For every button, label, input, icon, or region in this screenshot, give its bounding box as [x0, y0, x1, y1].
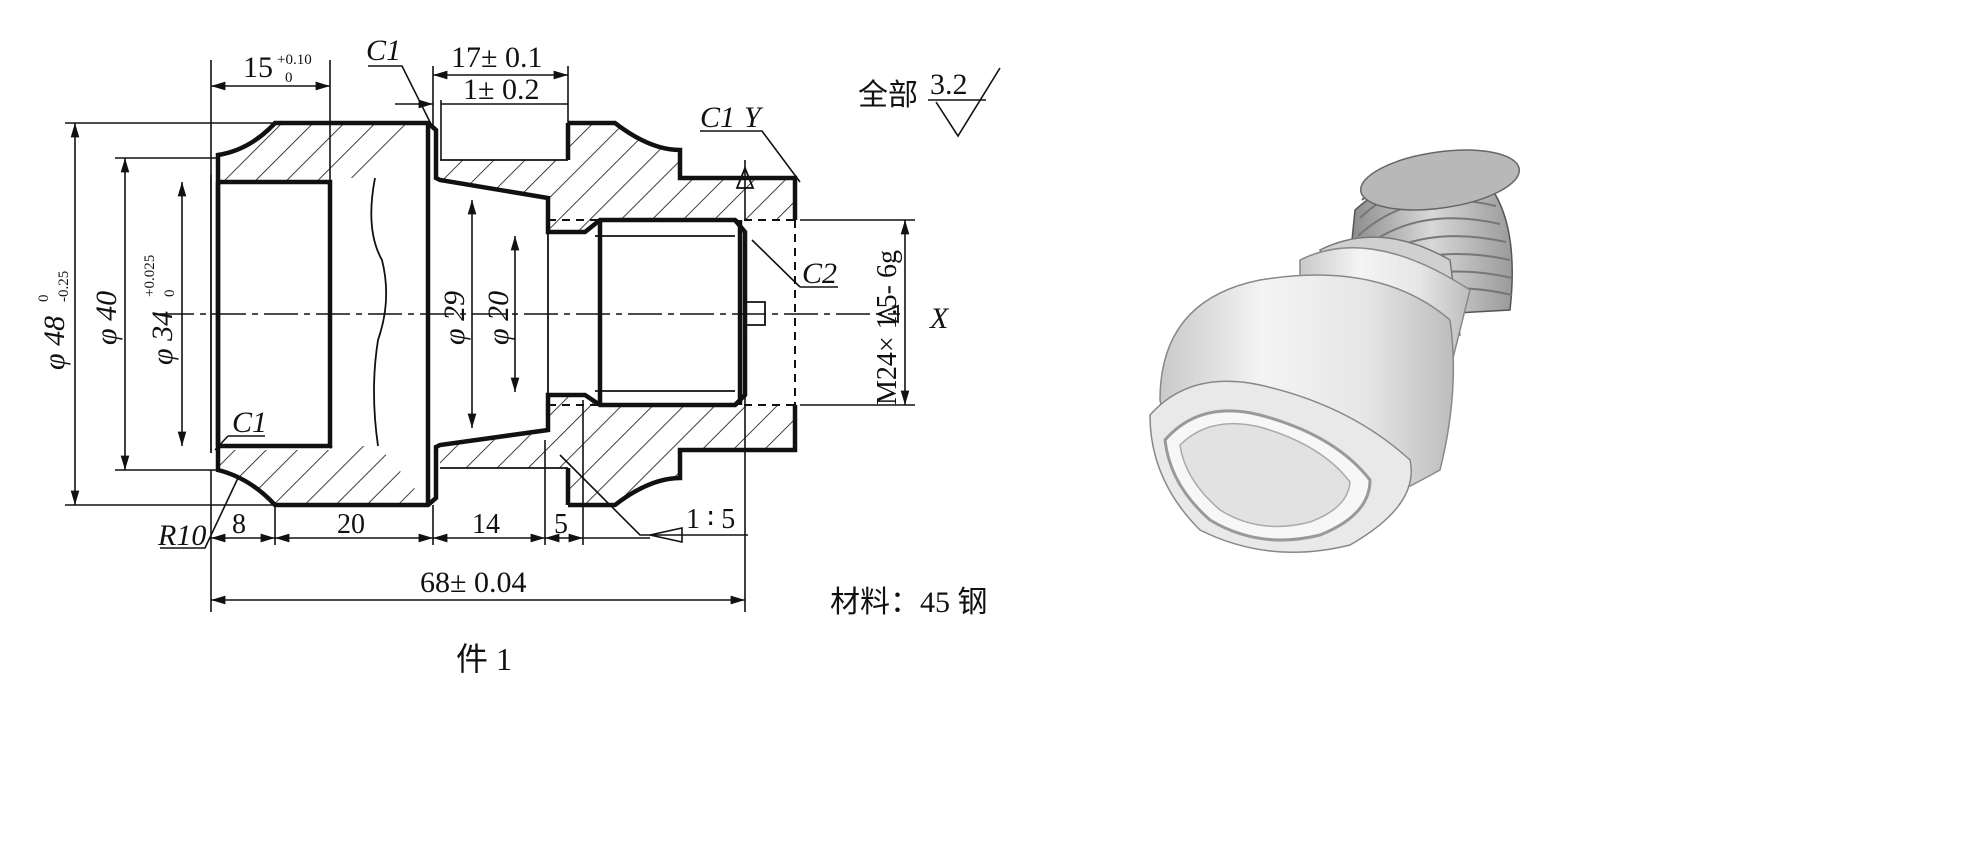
- len8-value: 8: [232, 509, 246, 540]
- len15-tol-upper: +0.10: [277, 52, 312, 68]
- thread-label: M24× 1.5- 6g: [872, 250, 903, 405]
- leader-c1-y: [700, 130, 801, 183]
- svg-text:0: 0: [36, 295, 52, 303]
- len17-value: 17± 0.1: [451, 41, 542, 74]
- leader-taper: [559, 454, 748, 536]
- len5-value: 5: [554, 509, 568, 540]
- svg-text:φ 29: φ 29: [438, 291, 471, 345]
- material-note: 材料：45 钢: [830, 586, 988, 619]
- svg-text:0: 0: [162, 290, 178, 298]
- axis-y-label: Y: [744, 101, 764, 134]
- axis-x-label: X: [929, 302, 950, 335]
- roughness-symbol: [928, 67, 1001, 138]
- taper-symbol: [649, 527, 683, 543]
- d20-label: φ 20: [482, 291, 515, 345]
- len20-value: 20: [337, 509, 365, 540]
- dimensions: [65, 60, 1001, 612]
- len15-tol-lower: 0: [285, 70, 293, 86]
- hatch-region-right-top: [440, 123, 795, 232]
- len68-value: 68± 0.04: [420, 566, 526, 599]
- len15-value: 15: [243, 51, 273, 84]
- section-view: [160, 120, 900, 508]
- svg-text:φ 20: φ 20: [482, 291, 515, 345]
- right-body-top: [568, 120, 798, 220]
- len1-value: 1± 0.2: [463, 73, 539, 106]
- svg-text:-0.25: -0.25: [56, 271, 72, 302]
- part-label: 件 1: [456, 641, 512, 677]
- svg-text:+0.025: +0.025: [142, 255, 158, 297]
- taper-value: 1 ∶ 5: [686, 504, 735, 535]
- d29-label: φ 29: [438, 291, 471, 345]
- label-r10: R10: [157, 519, 206, 552]
- svg-text:φ 40: φ 40: [90, 291, 123, 345]
- hatch-region-left-top: [218, 123, 428, 182]
- d34-label: φ 34 +0.025 0: [142, 255, 179, 365]
- labels: 全部 3.2 15 +0.10 0 C1 17± 0.1 1± 0.2 C1 Y…: [36, 34, 988, 677]
- svg-text:φ 48: φ 48: [38, 316, 71, 370]
- surface-note: 全部: [858, 79, 918, 112]
- datum-x-triangle: [875, 304, 899, 324]
- hatch-region-left-bottom: [218, 446, 428, 505]
- leader-c1-top: [368, 65, 434, 129]
- leader-r10: [160, 477, 239, 549]
- part-3d-render: [1149, 149, 1521, 553]
- d40-label: φ 40: [90, 291, 123, 345]
- d48-label: φ 48 0 -0.25: [36, 271, 72, 370]
- leader-c1-bottom: [214, 435, 265, 451]
- roughness-value: 3.2: [930, 68, 968, 101]
- hatch-region-right-bottom: [440, 395, 795, 505]
- label-c2: C2: [802, 257, 837, 290]
- leader-c2: [751, 239, 838, 288]
- label-c1-top: C1: [366, 34, 401, 67]
- label-c1-y: C1: [700, 101, 735, 134]
- thread-body: [597, 220, 743, 405]
- break-line: [370, 177, 388, 447]
- label-c1-bottom: C1: [232, 406, 267, 439]
- right-body-bottom: [568, 405, 798, 508]
- body-segment: [1149, 274, 1455, 553]
- len14-value: 14: [472, 509, 500, 540]
- svg-text:φ 34: φ 34: [146, 311, 179, 365]
- svg-text:M24× 1.5- 6g: M24× 1.5- 6g: [872, 250, 903, 405]
